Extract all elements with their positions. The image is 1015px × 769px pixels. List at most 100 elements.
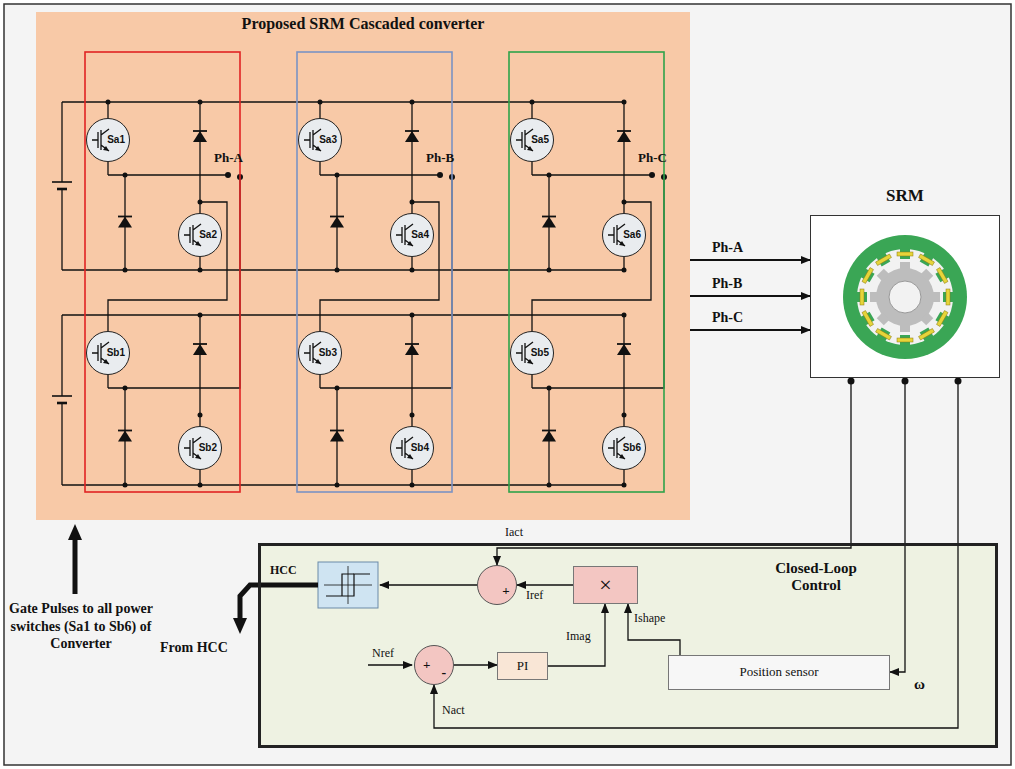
diode-wire: [199, 102, 200, 213]
stator-ring: [843, 235, 967, 359]
summing-junction: +-: [414, 645, 454, 685]
signal-name: HCC: [270, 564, 297, 578]
battery-plate: [52, 395, 72, 397]
junction-dot: [622, 313, 627, 318]
cascade-wire: [320, 202, 439, 331]
phase-leg-box: [297, 52, 452, 492]
stator-coil: [897, 338, 913, 342]
battery-plate: [52, 181, 72, 183]
switch-label: Sb1: [107, 347, 125, 359]
switch-label: Sb2: [199, 442, 217, 454]
signal-line: [454, 664, 497, 665]
multiplier-block: ×: [573, 566, 638, 604]
junction-dot: [198, 313, 203, 318]
panel-title: Proposed SRM Cascaded converter: [242, 15, 485, 33]
stator-coil: [919, 254, 935, 265]
junction-dot: [622, 483, 627, 488]
diode-bar: [405, 130, 419, 132]
rotor-pole: [877, 313, 890, 326]
junction-dot: [410, 313, 415, 318]
emitter-wire: [319, 375, 320, 388]
sign-label: +: [423, 658, 430, 673]
igbt-switch: Sb1: [86, 331, 130, 375]
junction-dot: [123, 268, 128, 273]
phase-connection: [690, 259, 810, 261]
switch-label: Sa1: [107, 134, 125, 146]
dc-rail: [62, 484, 624, 485]
diode-symbol: [542, 217, 556, 228]
emitter-wire: [531, 375, 532, 388]
junction-dot: [622, 413, 627, 418]
igbt-switch: Sa1: [86, 118, 130, 162]
junction-dot: [649, 172, 655, 178]
terminal-label: Ph-C: [638, 151, 667, 166]
switch-label: Sb6: [623, 442, 641, 454]
block-label: PI: [517, 659, 529, 674]
diode-bar: [330, 430, 344, 432]
signal-name: Iref: [526, 589, 543, 603]
junction-dot: [335, 483, 340, 488]
diode-symbol: [617, 131, 631, 142]
hysteresis-block: [318, 562, 378, 608]
junction-dot: [225, 172, 231, 178]
stator-coil: [876, 254, 892, 265]
cascade-wire: [108, 202, 227, 331]
igbt-switch: Sb6: [602, 426, 646, 470]
phase-label: Ph-A: [712, 240, 743, 256]
junction-dot: [410, 100, 415, 105]
stator-coil: [937, 311, 948, 327]
signal-wire: [368, 664, 412, 665]
signal-line: [890, 378, 905, 672]
signal-name: Nact: [442, 704, 465, 718]
terminal-label: Ph-B: [426, 151, 454, 166]
junction-dot: [318, 100, 323, 105]
diode-wire: [411, 315, 412, 426]
diode-bar: [193, 130, 207, 132]
diode-bar: [617, 130, 631, 132]
stator-coil: [860, 289, 864, 305]
switch-label: Sb4: [411, 442, 429, 454]
igbt-switch: Sb2: [178, 426, 222, 470]
block-label: Position sensor: [739, 665, 818, 680]
dc-rail: [62, 314, 624, 315]
switch-label: Sa5: [531, 134, 549, 146]
junction-dot: [123, 483, 128, 488]
rotor-pole: [870, 292, 878, 302]
battery-wire: [61, 315, 62, 396]
srm-box-fill: [810, 215, 1000, 378]
rotor-pole: [900, 324, 910, 332]
signal-line: [497, 378, 851, 565]
signal-name: ω: [914, 676, 925, 693]
stator-coil: [876, 329, 892, 340]
rotor-pole: [900, 262, 910, 270]
stator-coil: [862, 311, 873, 327]
phase-connection: [690, 295, 810, 297]
terminal-label: Ph-A: [214, 151, 243, 166]
battery-wire: [61, 102, 62, 182]
converter-panel: Proposed SRM Cascaded converterSa1Sa3Sa5…: [36, 12, 690, 520]
hysteresis-axis: [348, 566, 349, 604]
sign-label: +: [502, 584, 509, 599]
motor-title: SRM: [886, 186, 924, 206]
phase-label: Ph-C: [712, 310, 743, 326]
junction-dot: [410, 413, 415, 418]
rotor-pole: [877, 269, 890, 282]
battery-plate: [57, 188, 67, 191]
srm-motor-box: SRM: [810, 215, 1000, 378]
emitter-wire: [107, 375, 108, 388]
igbt-switch: Sb4: [390, 426, 434, 470]
battery-plate: [57, 402, 67, 405]
cascade-wire: [532, 202, 651, 331]
hysteresis-loop: [342, 574, 354, 596]
junction-dot: [198, 483, 203, 488]
junction-dot: [198, 413, 203, 418]
diode-bar: [617, 343, 631, 345]
signal-name: Nref: [372, 647, 394, 661]
junction-dot: [198, 268, 203, 273]
junction-dot: [410, 483, 415, 488]
switch-label: Sb3: [319, 347, 337, 359]
junction-dot: [410, 268, 415, 273]
phase-wire: [532, 174, 652, 175]
diode-bar: [193, 343, 207, 345]
